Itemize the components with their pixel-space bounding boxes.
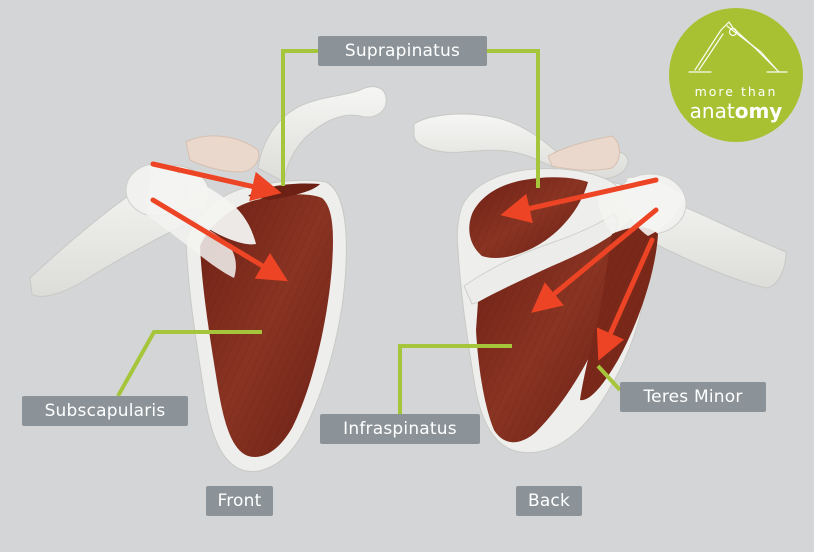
supraspinatus-label: Suprapinatus — [318, 36, 487, 66]
logo-wordmark: anatomy — [689, 99, 783, 123]
more-than-anatomy-logo: more than anatomy — [669, 8, 803, 142]
force-arrows — [150, 161, 659, 361]
back-view-label: Back — [516, 486, 582, 516]
front-view-label: Front — [206, 486, 273, 516]
back-infraspinatus-arrow — [531, 207, 659, 313]
back-supraspinatus-arrow — [500, 177, 659, 224]
front-scapula — [29, 86, 387, 472]
logo-line-1: more than — [694, 84, 778, 99]
front-subscapularis-arrow — [150, 197, 288, 282]
teres-minor-label: Teres Minor — [620, 382, 766, 412]
teres-minor-leader — [596, 364, 622, 392]
supraspinatus-leader-front — [281, 49, 318, 186]
subscapularis-label: Subscapularis — [22, 396, 188, 426]
subscapularis-leader — [116, 330, 262, 397]
infraspinatus-leader — [398, 344, 512, 414]
leader-lines — [116, 49, 622, 414]
infraspinatus-label: Infraspinatus — [320, 414, 480, 444]
supraspinatus-leader-back — [487, 49, 540, 188]
back-teres-minor-arrow — [596, 237, 655, 361]
yoga-pose-icon — [688, 21, 788, 73]
front-supraspinatus-arrow — [150, 161, 282, 202]
